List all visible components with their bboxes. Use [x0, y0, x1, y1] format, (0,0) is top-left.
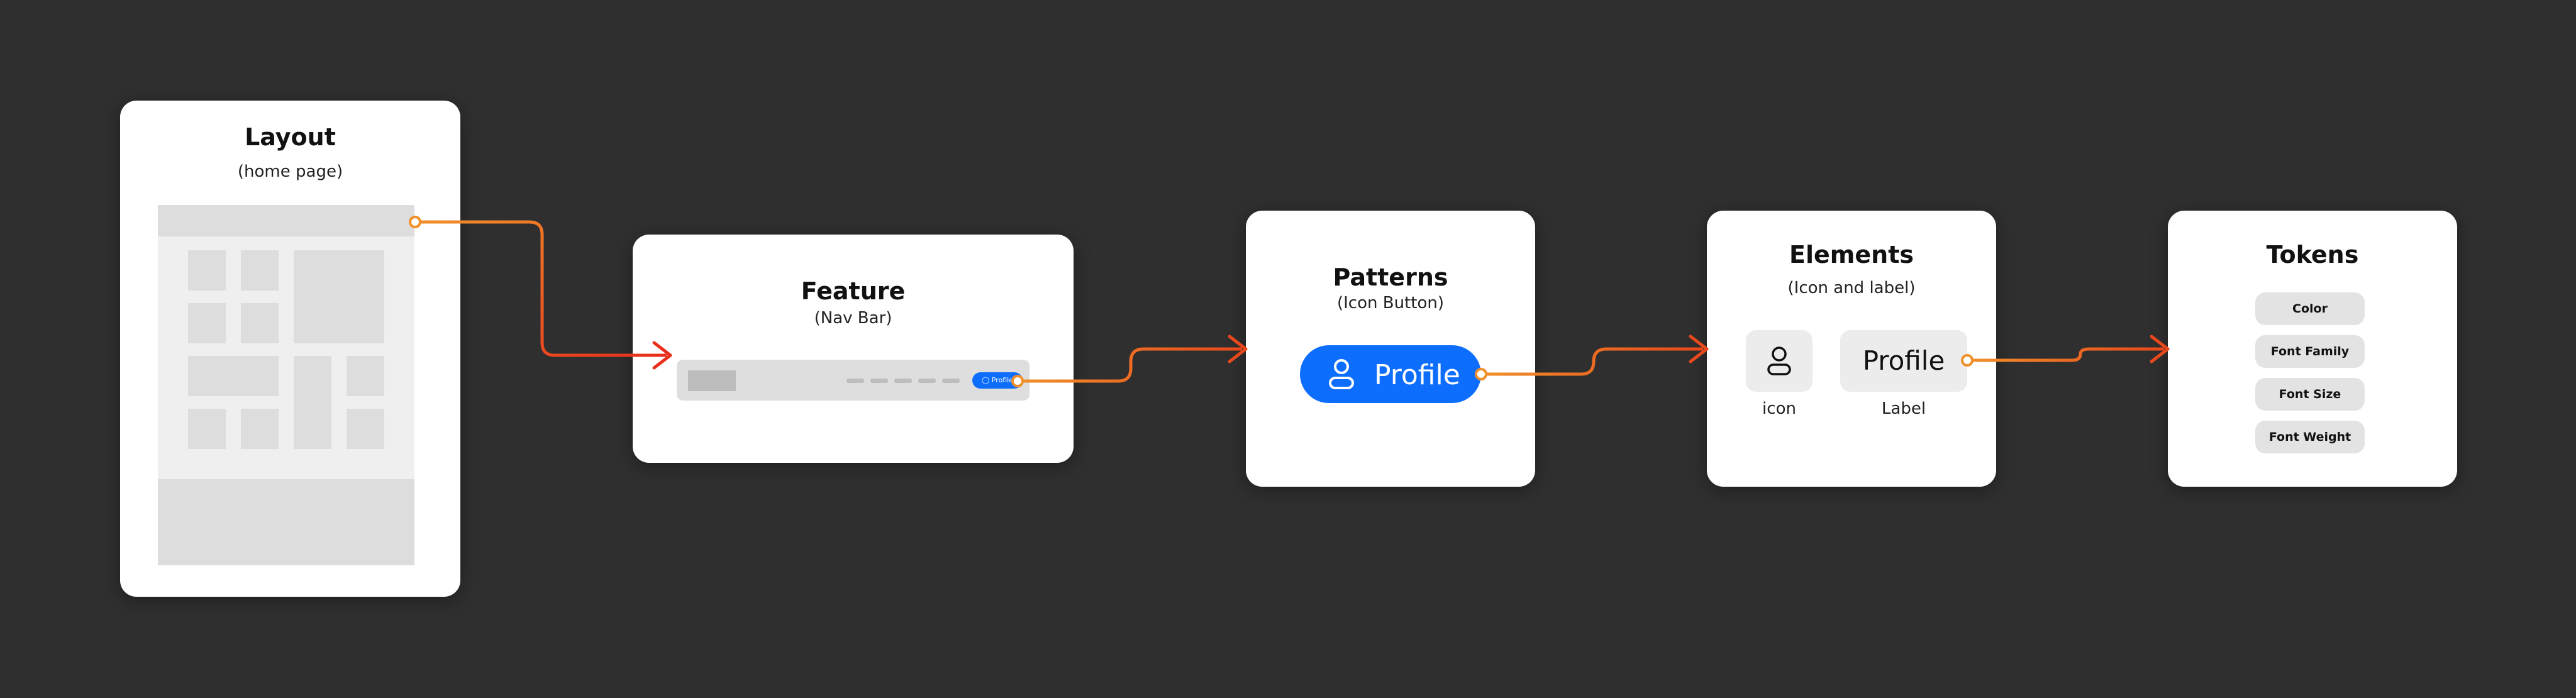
nav-link-placeholder: [847, 379, 864, 383]
label-caption: Label: [1881, 399, 1926, 418]
home-page-wireframe: [158, 205, 414, 565]
wireframe-block: [241, 409, 279, 449]
layout-card: Layout (home page): [120, 101, 460, 597]
connector-layout-to-feature: [409, 216, 672, 370]
wireframe-block: [188, 303, 226, 343]
token-font-size: Font Size: [2255, 378, 2365, 411]
user-icon: [1329, 359, 1354, 389]
wireframe-block: [241, 303, 279, 343]
token-font-family: Font Family: [2255, 335, 2365, 368]
label-element-tile: Profile: [1840, 330, 1967, 392]
wireframe-header: [158, 205, 414, 236]
tokens-card: Tokens Color Font Family Font Size Font …: [2168, 211, 2457, 487]
user-icon: [1767, 346, 1791, 375]
wireframe-block: [294, 250, 384, 343]
nav-logo-placeholder: [688, 370, 736, 391]
profile-icon-button: Profile: [1300, 345, 1481, 403]
connector-patterns-to-elements: [1475, 335, 1709, 380]
user-icon: ◯: [981, 376, 990, 384]
tokens-title: Tokens: [2266, 241, 2359, 269]
connector-elements-to-tokens: [1961, 335, 2170, 367]
feature-card: Feature (Nav Bar) ◯ Profile: [633, 235, 1074, 463]
wireframe-block: [294, 356, 331, 449]
layout-title: Layout: [245, 123, 336, 151]
nav-link-placeholder: [894, 379, 912, 383]
wireframe-block: [347, 409, 384, 449]
elements-subtitle: (Icon and label): [1787, 279, 1916, 297]
patterns-card: Patterns (Icon Button) Profile: [1246, 211, 1535, 487]
nav-link-placeholder: [918, 379, 936, 383]
token-font-weight: Font Weight: [2255, 421, 2365, 453]
wireframe-block: [188, 250, 226, 291]
feature-subtitle: (Nav Bar): [814, 309, 892, 328]
icon-element-tile: [1746, 330, 1813, 392]
nav-link-placeholder: [870, 379, 888, 383]
wireframe-block: [347, 356, 384, 396]
profile-button-label: Profile: [1374, 359, 1460, 391]
token-color: Color: [2255, 292, 2365, 325]
patterns-title: Patterns: [1333, 263, 1448, 291]
wireframe-block: [188, 356, 279, 396]
nav-link-placeholder: [942, 379, 960, 383]
wireframe-footer: [158, 479, 414, 565]
nav-profile-label: Profile: [991, 376, 1013, 384]
elements-card: Elements (Icon and label) Profile icon L…: [1707, 211, 1996, 487]
layout-subtitle: (home page): [237, 162, 343, 181]
elements-title: Elements: [1789, 241, 1914, 269]
feature-title: Feature: [801, 277, 906, 305]
connector-feature-to-patterns: [1011, 335, 1248, 387]
patterns-subtitle: (Icon Button): [1337, 294, 1444, 313]
wireframe-block: [188, 409, 226, 449]
icon-caption: icon: [1762, 399, 1796, 418]
wireframe-block: [241, 250, 279, 291]
